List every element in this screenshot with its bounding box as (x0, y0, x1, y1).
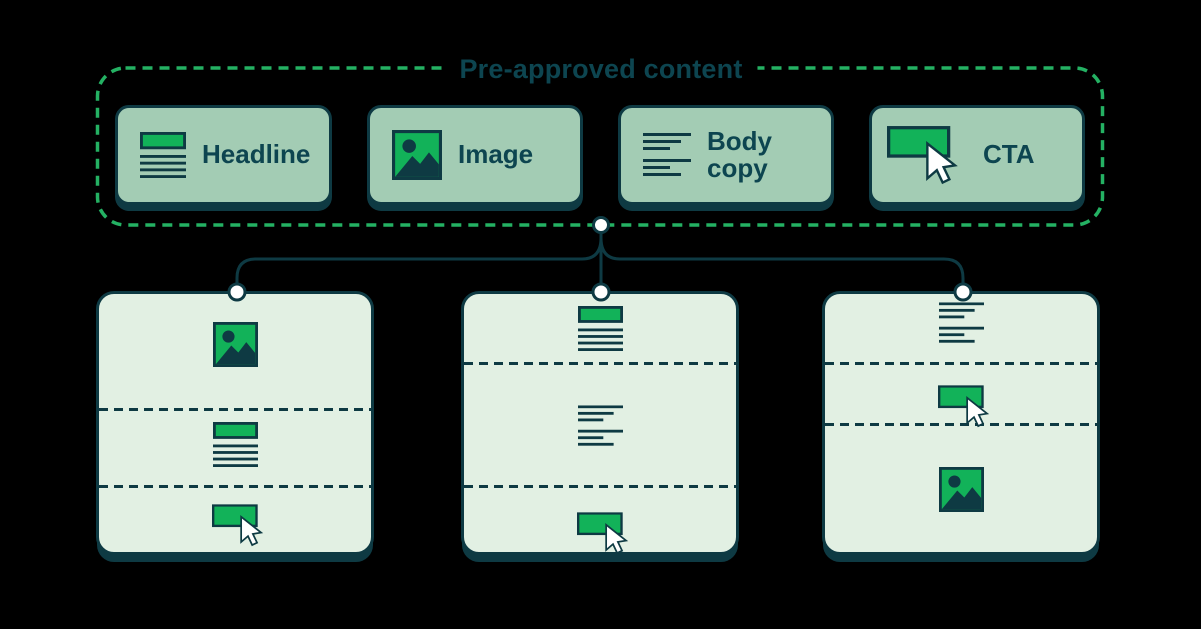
body-copy-icon (643, 133, 691, 177)
content-card-label: Headline (202, 139, 311, 170)
cta-placeholder-icon (938, 385, 990, 428)
content-card-cta: CTA (869, 105, 1085, 205)
section-divider (825, 362, 1097, 365)
content-card-label: CTA (983, 139, 1035, 170)
body-copy-placeholder-icon (578, 405, 623, 447)
cta-icon (887, 126, 959, 185)
image-placeholder-icon (213, 322, 258, 367)
layout-variant-3 (822, 291, 1100, 555)
headline-icon (140, 132, 186, 178)
content-card-image: Image (367, 105, 583, 205)
content-card-label: Body copy (707, 125, 772, 183)
section-divider (99, 408, 371, 411)
connector-node (592, 216, 610, 234)
headline-placeholder-icon (578, 306, 623, 351)
image-icon (392, 130, 442, 180)
section-divider (464, 362, 736, 365)
body-copy-placeholder-icon (939, 302, 984, 344)
page-title: Pre-approved content (444, 54, 758, 85)
image-placeholder-icon (939, 467, 984, 512)
section-divider (464, 485, 736, 488)
section-divider (99, 485, 371, 488)
cta-placeholder-icon (577, 512, 629, 555)
layout-variant-1 (96, 291, 374, 555)
cta-placeholder-icon (212, 504, 264, 547)
headline-placeholder-icon (213, 422, 258, 467)
content-card-headline: Headline (115, 105, 332, 205)
layout-variant-2 (461, 291, 739, 555)
section-divider (825, 423, 1097, 426)
content-card-body-copy: Body copy (618, 105, 834, 205)
content-card-label: Image (458, 139, 534, 170)
